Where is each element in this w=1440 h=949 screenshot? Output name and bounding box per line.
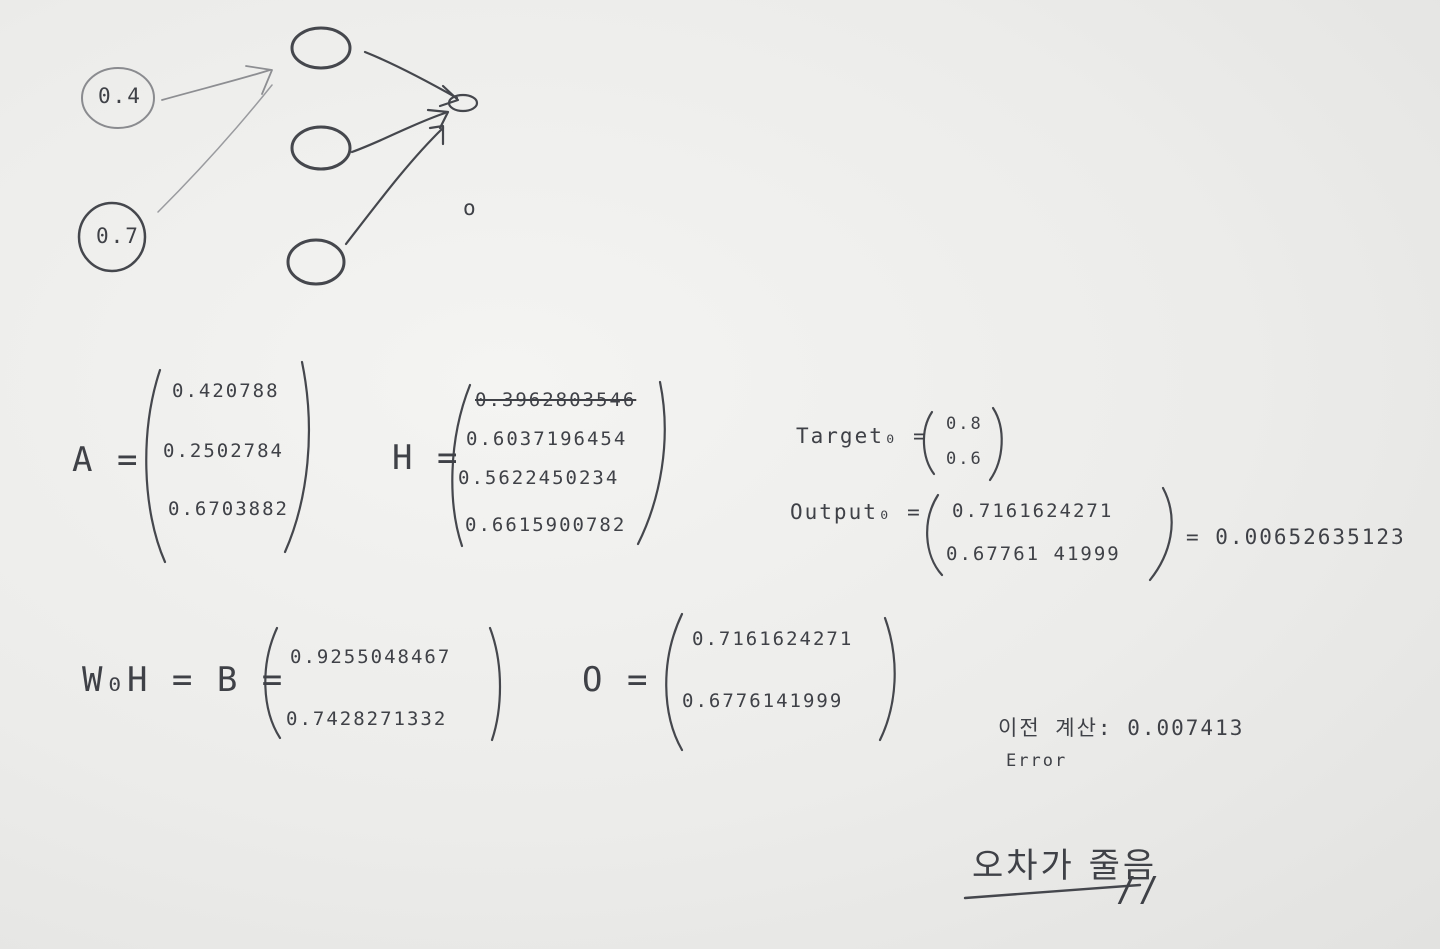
matrix-a-value-3: 0.6703882 xyxy=(168,498,289,520)
output-label: Output₀ = xyxy=(790,500,922,524)
bracket-o-right xyxy=(878,616,896,742)
target-label: Target₀ = xyxy=(796,424,928,448)
input-value-top: 0.4 xyxy=(98,84,142,108)
matrix-b-label: W₀H = B = xyxy=(82,660,285,700)
matrix-b-value-2: 0.7428271332 xyxy=(286,708,448,730)
arrowhead-4 xyxy=(428,124,445,146)
previous-error-note: 이전 계산: 0.007413 xyxy=(998,716,1245,740)
bracket-a-left xyxy=(145,368,167,564)
matrix-a-value-1: 0.420788 xyxy=(172,380,280,402)
matrix-h-value-2: 0.5622450234 xyxy=(458,467,620,489)
conclusion-underline xyxy=(963,883,1142,900)
matrix-o-value-1: 0.7161624271 xyxy=(692,628,854,650)
target-value-2: 0.6 xyxy=(946,449,983,469)
previous-error-sublabel: Error xyxy=(1006,751,1068,771)
output-node xyxy=(447,93,479,113)
matrix-h-struck-value: 0.3962803546 xyxy=(475,389,637,411)
bracket-o-left xyxy=(665,612,684,752)
arrow-hidden3-to-output xyxy=(344,126,445,246)
matrix-b-value-1: 0.9255048467 xyxy=(290,646,452,668)
matrix-h-value-3: 0.6615900782 xyxy=(465,514,627,536)
hidden-node-2 xyxy=(290,125,352,171)
arrowhead-1 xyxy=(245,65,273,95)
bracket-output-left xyxy=(926,493,944,577)
conclusion-text: 오차가 줄음 xyxy=(972,846,1158,886)
matrix-o-value-2: 0.6776141999 xyxy=(682,690,844,712)
arrowhead-2 xyxy=(438,84,460,108)
bracket-h-right xyxy=(636,380,666,546)
conclusion-mark: // xyxy=(1116,870,1161,910)
arrowhead-3 xyxy=(426,108,450,130)
bracket-target-right xyxy=(988,406,1003,482)
arrow-input-top-to-hidden xyxy=(161,69,271,101)
output-value-1: 0.7161624271 xyxy=(952,500,1114,522)
bracket-a-right xyxy=(283,360,311,554)
hidden-node-1 xyxy=(290,26,352,70)
hidden-node-3 xyxy=(286,238,346,286)
matrix-o-label: O = xyxy=(582,660,650,700)
bracket-target-left xyxy=(922,410,936,476)
arrow-input-bottom-to-hidden xyxy=(157,84,273,213)
input-node-bottom xyxy=(77,201,147,273)
arrow-hidden2-to-output xyxy=(350,111,447,154)
arrow-hidden1-to-output xyxy=(363,50,459,100)
bracket-output-right xyxy=(1148,486,1173,582)
matrix-h-value-1: 0.6037196454 xyxy=(466,428,628,450)
input-value-bottom: 0.7 xyxy=(96,224,140,248)
output-value-2: 0.67761 41999 xyxy=(946,543,1121,565)
matrix-a-value-2: 0.2502784 xyxy=(163,440,284,462)
stray-node-mark: o xyxy=(463,196,478,220)
target-value-1: 0.8 xyxy=(946,414,983,434)
bracket-b-left xyxy=(264,626,282,740)
bracket-b-right xyxy=(488,626,502,742)
matrix-h-label: H = xyxy=(392,438,460,478)
bracket-h-left xyxy=(451,383,472,548)
matrix-a-label: A = xyxy=(72,440,140,480)
input-node-top xyxy=(81,67,155,129)
output-error-value: = 0.00652635123 xyxy=(1186,525,1406,549)
